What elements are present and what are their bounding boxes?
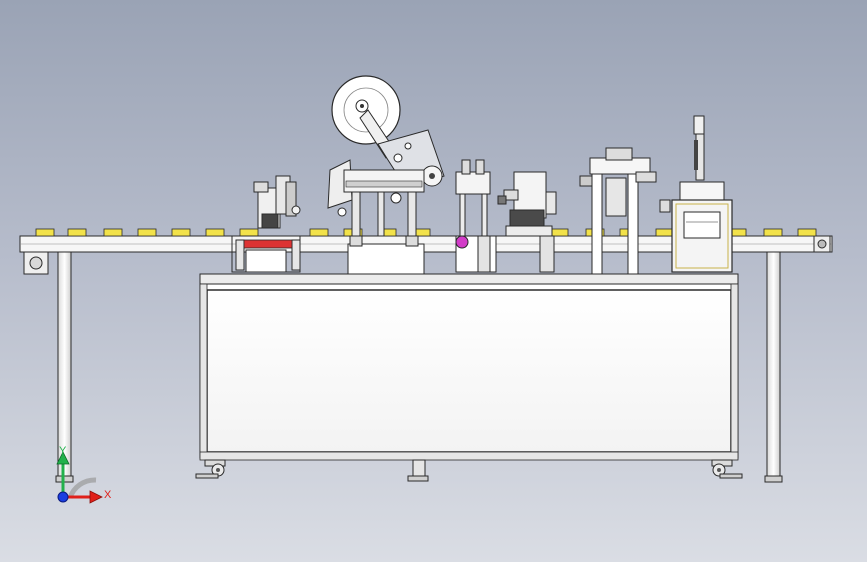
foot-center: [407, 459, 429, 482]
product-item: [35, 228, 55, 237]
product-item: [655, 228, 675, 237]
product-item: [137, 228, 157, 237]
y-axis-label: Y: [59, 445, 67, 457]
label-roll-unwinder: [327, 75, 445, 275]
pneumatic-press: [455, 159, 497, 273]
product-item: [549, 228, 569, 237]
product-item: [67, 228, 87, 237]
sensor-station: [231, 175, 301, 273]
conveyor-leg-right: [764, 251, 783, 483]
coder-station: [497, 171, 557, 273]
product-item: [205, 228, 225, 237]
caster-right: [711, 459, 743, 479]
product-item: [103, 228, 123, 237]
output-housing: [671, 181, 733, 273]
product-item: [763, 228, 783, 237]
caster-left: [195, 459, 226, 479]
product-item: [239, 228, 259, 237]
coordinate-triad: X Y: [56, 445, 112, 504]
z-axis-dot: [57, 491, 69, 503]
x-axis-label: X: [104, 489, 112, 501]
sensor-mast: [659, 115, 705, 213]
product-item: [171, 228, 191, 237]
product-item: [797, 228, 817, 237]
product-item: [309, 228, 329, 237]
lift-column: [579, 147, 657, 275]
machine-cabinet: [199, 273, 739, 461]
